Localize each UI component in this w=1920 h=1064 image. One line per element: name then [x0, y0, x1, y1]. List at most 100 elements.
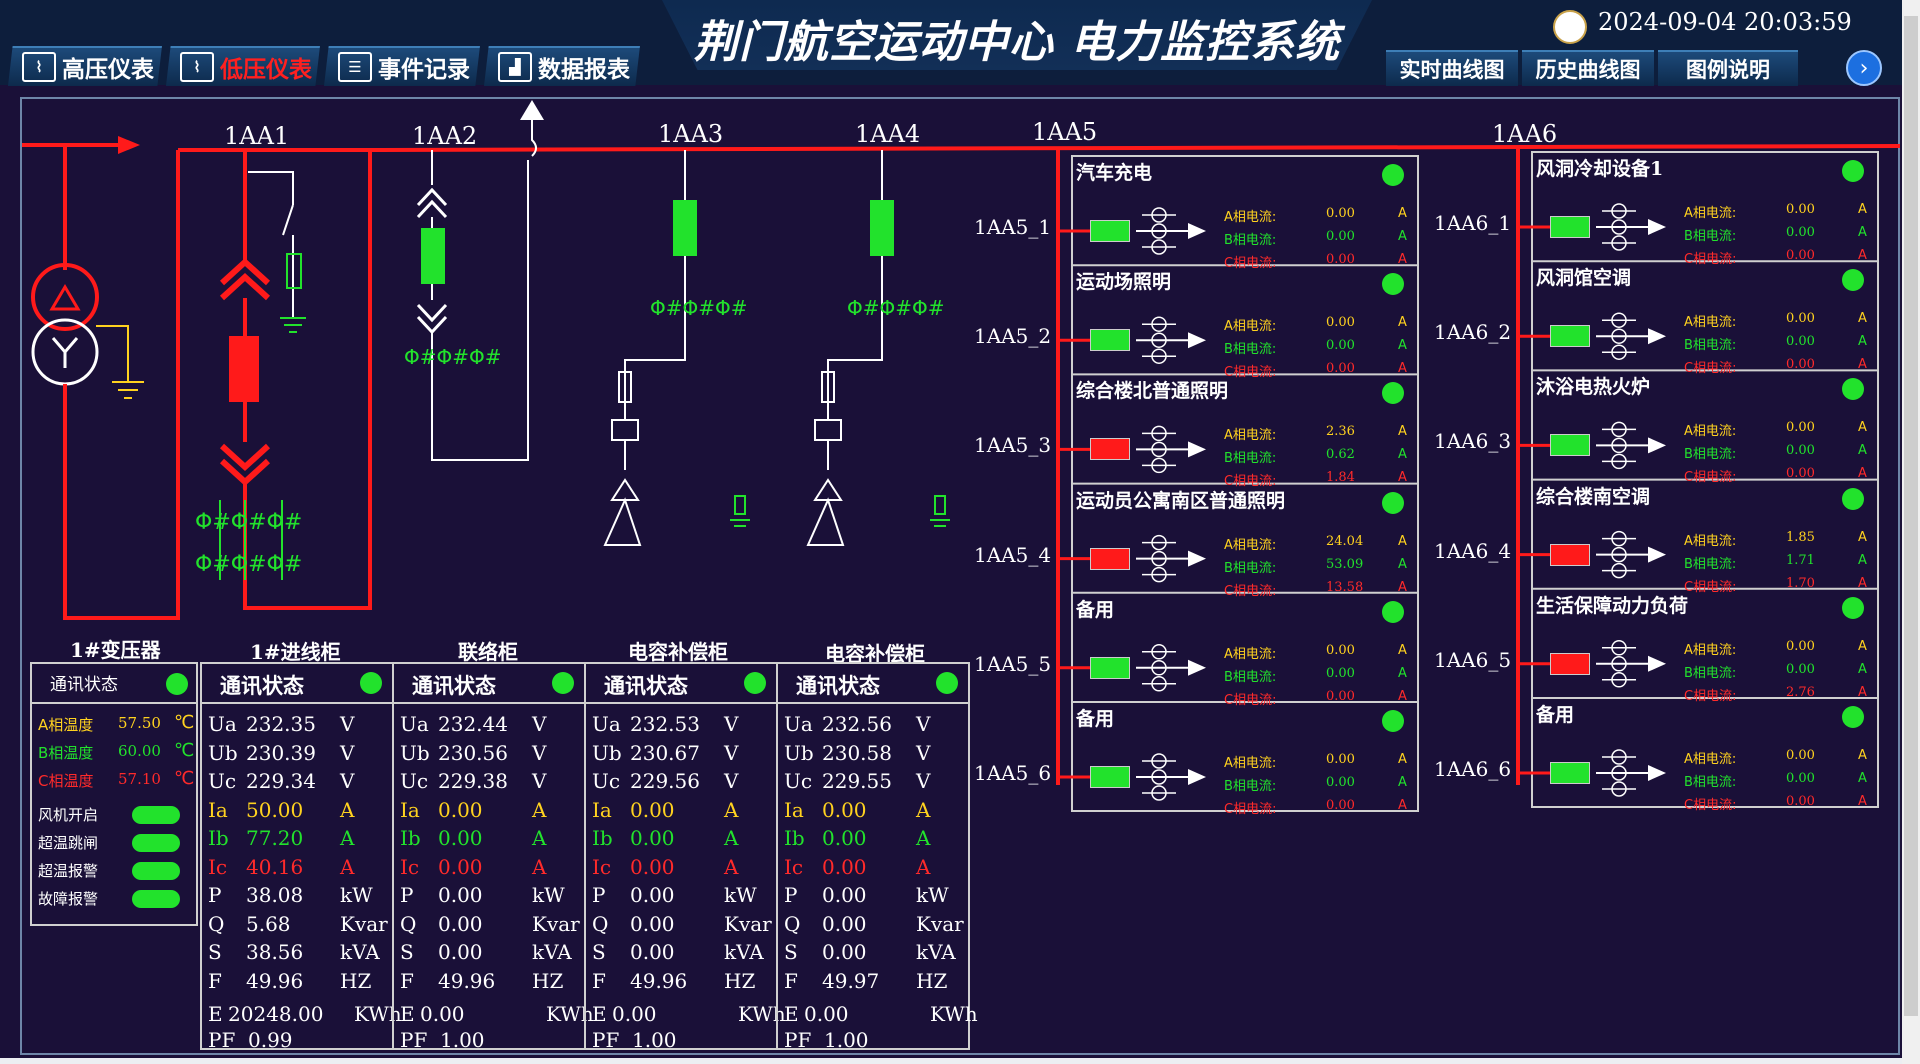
nav-data-report[interactable]: ▟数据报表 — [484, 46, 640, 86]
breaker-1aa5_2[interactable] — [1090, 329, 1130, 352]
breaker-1aa6_6[interactable] — [1550, 762, 1590, 784]
meter-param-label: Ub — [208, 740, 238, 765]
meter-param-value: 0.00 — [630, 854, 675, 879]
meter-param-unit: HZ — [532, 968, 564, 993]
breaker-1aa5_3[interactable] — [1090, 438, 1130, 461]
circuit-id-1aa5_1: 1AA5_1 — [974, 215, 1052, 239]
circuit-id-1aa6_4: 1AA6_4 — [1434, 538, 1512, 563]
breaker-1aa6_4[interactable] — [1550, 543, 1590, 566]
circuit-comm-indicator — [1382, 600, 1404, 623]
breaker-1aa6_1[interactable] — [1550, 216, 1590, 238]
current-unit: A — [1858, 357, 1867, 373]
breaker-1aa6_5[interactable] — [1550, 652, 1590, 675]
bus-label-1aa4: 1AA4 — [855, 120, 921, 148]
history-curve-button[interactable]: 历史曲线图 — [1522, 50, 1654, 86]
meter-param-label: Ic — [208, 854, 228, 879]
meter-param-value: 0.00 — [630, 797, 675, 822]
phase-c-current-value: 2.76 — [1786, 684, 1815, 700]
list-icon: ☰ — [338, 52, 372, 82]
phase-c-current-value: 1.84 — [1326, 470, 1355, 486]
phase-a-current-value: 0.00 — [1786, 202, 1815, 217]
meter-param-value: 1.00 — [440, 1028, 485, 1052]
meter-param-value: 49.96 — [246, 968, 304, 993]
current-unit: A — [1398, 688, 1407, 704]
load-arrow-icon — [1648, 655, 1666, 672]
transformer-panel: 通讯状态 A相温度 57.50 ℃ B相温度 60.00 ℃ C相温度 57.1… — [30, 662, 198, 926]
ct-coil — [1611, 765, 1627, 781]
phase-c-current-value: 0.00 — [1786, 248, 1815, 263]
ct-coil — [1151, 660, 1167, 676]
circuit-comm-indicator — [1842, 378, 1864, 401]
phase-a-current-value: 0.00 — [1786, 748, 1815, 763]
phase-a-current-value: 0.00 — [1326, 315, 1355, 331]
next-page-icon[interactable]: › — [1846, 50, 1882, 86]
temp-label-a: A相温度 — [38, 716, 94, 734]
meter-param-value: 1.00 — [632, 1028, 677, 1052]
scrollbar-thumb[interactable] — [1904, 16, 1918, 1016]
circuit-id-1aa5_3: 1AA5_3 — [974, 433, 1052, 458]
current-unit: A — [1398, 775, 1407, 790]
phase-b-current-value: 0.00 — [1786, 443, 1815, 459]
meter-param-label: Ia — [400, 797, 420, 822]
breaker-1aa5_1[interactable] — [1090, 220, 1130, 242]
current-unit: A — [1398, 229, 1407, 244]
capacitor-symbol-label: Φ#Φ#Φ# — [404, 345, 502, 369]
meter-param-label: P — [400, 883, 414, 907]
realtime-curve-button[interactable]: 实时曲线图 — [1386, 50, 1518, 86]
phase-a-current-value: 24.04 — [1326, 533, 1364, 549]
breaker-1aa5_4[interactable] — [1090, 547, 1130, 570]
meter-param-label: Uc — [784, 769, 813, 793]
circuit-title: 备用 — [1076, 708, 1115, 730]
bottom-strip — [0, 1058, 1902, 1064]
meter-param-unit: HZ — [724, 968, 756, 993]
legend-button[interactable]: 图例说明 — [1658, 50, 1798, 86]
meter-param-value: 230.56 — [438, 740, 508, 765]
meter-param-unit: A — [724, 826, 739, 850]
breaker-1aa6_3[interactable] — [1550, 434, 1590, 457]
load-arrow-icon — [1648, 219, 1666, 235]
meter-param-value: 1.00 — [824, 1028, 869, 1052]
phase-c-label: C相电流: — [1224, 365, 1277, 381]
page-title: 荆门航空运动中心 电力监控系统 — [693, 17, 1341, 68]
meter-param-label: PF — [208, 1028, 236, 1052]
meter-param-unit: A — [724, 854, 739, 879]
ct-coil — [1611, 219, 1627, 235]
meter-param-label: F — [400, 968, 414, 993]
meter-param-value: 38.56 — [246, 940, 304, 964]
meter-param-label: Uc — [400, 769, 429, 793]
phase-c-current-value: 0.00 — [1326, 688, 1355, 704]
meter-param-unit: kVA — [916, 940, 956, 964]
meter-param-label: Ic — [784, 854, 804, 879]
cabinet-title-incoming: 1#进线柜 — [250, 640, 341, 664]
current-unit: A — [1858, 225, 1867, 240]
meter-param-value: 229.55 — [822, 769, 892, 793]
meter-param-value: 232.56 — [822, 712, 892, 736]
breaker-1aa6_2[interactable] — [1550, 325, 1590, 348]
nav-low-voltage-meter[interactable]: ⌇低压仪表 — [166, 46, 320, 86]
meter-param-unit: V — [916, 740, 931, 765]
phase-b-label: B相电流: — [1224, 451, 1277, 467]
meter-param-label: PF — [592, 1028, 620, 1052]
breaker-1aa5_6[interactable] — [1090, 766, 1130, 788]
comm-status-label: 通讯状态 — [220, 673, 304, 698]
meter-param-unit: Kvar — [916, 911, 964, 936]
nav-high-voltage-meter[interactable]: ⌇高压仪表 — [8, 46, 162, 86]
cabinet-title-capacitor-1: 电容补偿柜 — [628, 640, 728, 664]
comm-status-row: 通讯状态 — [394, 664, 584, 704]
breaker-1aa5_5[interactable] — [1090, 656, 1130, 679]
phase-b-current-value: 0.00 — [1326, 229, 1355, 244]
load-arrow-icon — [1188, 659, 1206, 676]
temp-label-b: B相温度 — [38, 744, 94, 762]
nav-event-log[interactable]: ☰事件记录 — [324, 46, 480, 86]
circuit-comm-indicator — [1382, 491, 1404, 514]
